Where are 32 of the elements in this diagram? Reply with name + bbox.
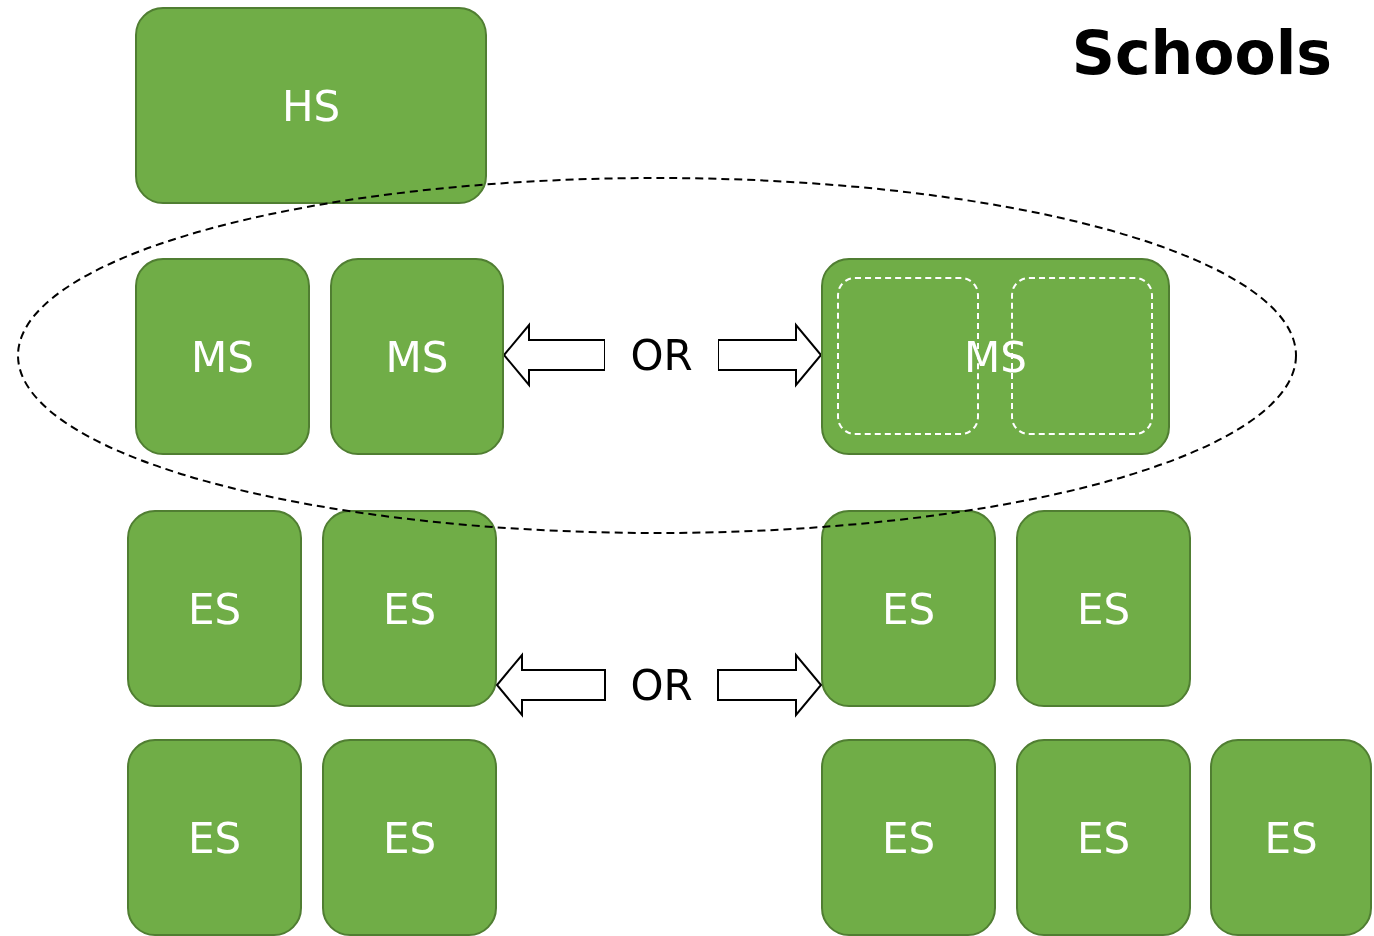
school-box xyxy=(821,739,996,936)
school-label: ES xyxy=(382,584,437,633)
block-arrow xyxy=(502,322,606,388)
school-box xyxy=(821,510,996,707)
school-label: ES xyxy=(1076,584,1131,633)
school-box xyxy=(330,258,504,455)
school-box xyxy=(322,739,497,936)
school-box xyxy=(127,739,302,936)
school-label: HS xyxy=(281,81,341,130)
school-box xyxy=(135,7,487,204)
school-label: ES xyxy=(187,813,242,862)
school-label: ES xyxy=(1264,813,1318,862)
school-box xyxy=(322,510,497,707)
school-label: MS xyxy=(964,332,1027,381)
school-box xyxy=(821,258,1170,455)
school-box xyxy=(127,510,302,707)
school-box xyxy=(1016,510,1191,707)
school-box xyxy=(1210,739,1372,936)
dashed-ellipse xyxy=(17,177,1297,534)
school-label: MS xyxy=(385,332,449,381)
school-box xyxy=(1016,739,1191,936)
school-label: ES xyxy=(1076,813,1131,862)
school-label: ES xyxy=(187,584,242,633)
school-box xyxy=(135,258,310,455)
block-arrow xyxy=(717,652,823,718)
school-label: ES xyxy=(881,584,936,633)
title: Schools xyxy=(1071,18,1332,88)
block-arrow xyxy=(717,322,823,388)
school-label: ES xyxy=(382,813,437,862)
block-arrow xyxy=(495,652,606,718)
school-label: ES xyxy=(881,813,936,862)
school-label: MS xyxy=(191,332,254,381)
